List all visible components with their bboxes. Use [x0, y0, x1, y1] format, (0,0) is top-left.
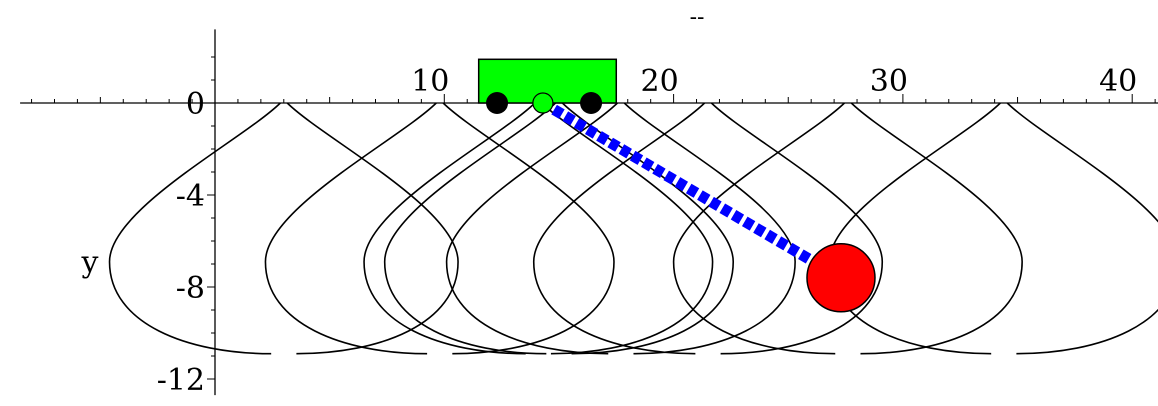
y-tick-label: 0 — [186, 87, 205, 122]
trace-curve-left — [363, 102, 536, 355]
plot-title: -- — [690, 5, 705, 30]
trace-curve-left — [264, 102, 437, 355]
x-tick-label: 40 — [1099, 64, 1137, 99]
tick-labels: 10 20 30 40 0 -4 -8 -12 — [157, 64, 1138, 398]
trace-curve-right — [623, 102, 796, 355]
trace-curve-right — [442, 102, 615, 355]
x-tick-label: 10 — [411, 64, 449, 99]
trace-curve-right — [286, 102, 459, 355]
trace-curve-right — [541, 102, 714, 355]
trace-curve-left — [445, 102, 618, 355]
x-tick-label: 20 — [641, 64, 679, 99]
trace-curve-right — [850, 102, 1023, 355]
trace-curve-right — [710, 102, 884, 355]
cart-wheel — [486, 92, 509, 114]
y-tick-label: -8 — [176, 271, 205, 306]
trace-curve-left — [108, 102, 281, 355]
trace-curve-left — [383, 102, 557, 355]
trace-curve-left — [672, 102, 845, 355]
pendulum-bob — [806, 243, 876, 313]
trace-curve-left — [532, 102, 706, 355]
y-tick-label: -4 — [176, 179, 205, 214]
pendulum-trace-curves — [108, 102, 1158, 355]
x-tick-label: 30 — [870, 64, 908, 99]
y-axis-label: y — [81, 245, 99, 280]
pendulum-rod — [540, 98, 844, 283]
cart-wheel — [580, 92, 603, 114]
cart-pendulum-model — [477, 58, 876, 313]
pendulum-pivot — [532, 92, 554, 114]
y-tick-label: -12 — [157, 363, 205, 398]
trace-curve-right — [1006, 102, 1158, 355]
trace-curve-left — [828, 102, 1001, 355]
